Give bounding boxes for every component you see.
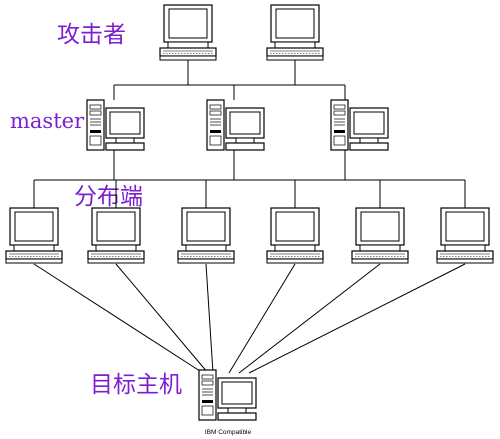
attack-path-line-5 [238, 263, 381, 374]
distributor-computer-icon-2 [87, 207, 145, 264]
distributor-computer-icon-6 [436, 207, 494, 264]
distributor-computer-icon-4 [266, 207, 324, 264]
attacker-computer-icon-2 [266, 4, 324, 61]
attack-path-line-1 [33, 263, 204, 374]
master-workstation-icon-2 [206, 99, 265, 151]
master-tier-label: master [10, 109, 85, 133]
attacker-computer-icon-1 [159, 4, 217, 61]
attack-path-line-3 [205, 263, 214, 374]
attacker-tier-label: 攻击者 [57, 22, 126, 48]
distributor-computer-icon-5 [351, 207, 409, 264]
distributor-computer-icon-3 [177, 207, 235, 264]
distributor-tier-label: 分布端 [74, 184, 143, 210]
attack-path-line-2 [115, 263, 209, 374]
attack-path-line-6 [248, 263, 466, 374]
master-workstation-icon-3 [330, 99, 389, 151]
target-workstation-icon [198, 369, 257, 421]
distributor-computer-icon-1 [5, 207, 63, 264]
target-caption: IBM Compatible [205, 429, 252, 436]
attack-path-line-4 [228, 263, 296, 374]
target-tier-label: 目标主机 [90, 372, 182, 398]
master-workstation-icon-1 [86, 99, 145, 151]
